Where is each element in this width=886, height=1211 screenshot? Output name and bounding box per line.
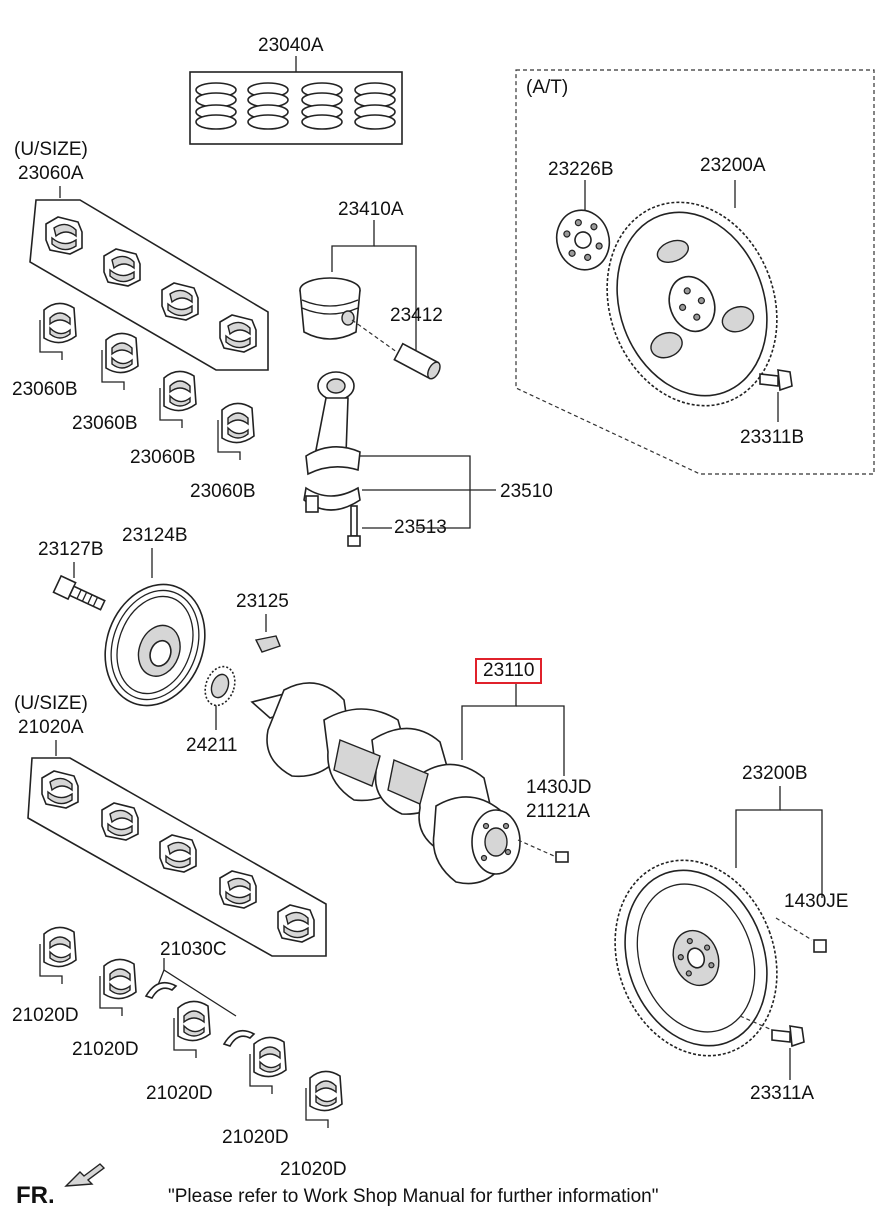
- label-usize-lower: (U/SIZE): [14, 693, 88, 714]
- label-21030C[interactable]: 21030C: [160, 939, 227, 960]
- label-23060B-3[interactable]: 23060B: [130, 447, 196, 468]
- label-23110[interactable]: 23110: [475, 658, 543, 684]
- label-23060B-2[interactable]: 23060B: [72, 413, 138, 434]
- label-21020D-2[interactable]: 21020D: [72, 1039, 139, 1060]
- footer-note: "Please refer to Work Shop Manual for fu…: [168, 1186, 659, 1207]
- label-21020D-5[interactable]: 21020D: [280, 1159, 347, 1180]
- label-23040A[interactable]: 23040A: [258, 35, 324, 56]
- label-23125[interactable]: 23125: [236, 591, 289, 612]
- label-1430JE[interactable]: 1430JE: [784, 891, 849, 912]
- label-23410A[interactable]: 23410A: [338, 199, 404, 220]
- label-21020D-1[interactable]: 21020D: [12, 1005, 79, 1026]
- label-23311A[interactable]: 23311A: [750, 1083, 815, 1104]
- label-24211[interactable]: 24211: [186, 735, 238, 756]
- label-23127B[interactable]: 23127B: [38, 539, 104, 560]
- front-direction-label: FR.: [16, 1182, 55, 1209]
- label-23060B-4[interactable]: 23060B: [190, 481, 256, 502]
- label-23060B-1[interactable]: 23060B: [12, 379, 78, 400]
- label-23510[interactable]: 23510: [500, 481, 553, 502]
- label-usize-upper: (U/SIZE): [14, 139, 88, 160]
- label-23226B[interactable]: 23226B: [548, 159, 614, 180]
- label-23124B[interactable]: 23124B: [122, 525, 188, 546]
- label-23412[interactable]: 23412: [390, 305, 443, 326]
- label-23311B[interactable]: 23311B: [740, 427, 805, 448]
- label-23200B[interactable]: 23200B: [742, 763, 808, 784]
- label-21020D-3[interactable]: 21020D: [146, 1083, 213, 1104]
- label-23060A[interactable]: 23060A: [18, 163, 84, 184]
- label-21020D-4[interactable]: 21020D: [222, 1127, 289, 1148]
- label-at: (A/T): [526, 77, 569, 98]
- label-23513[interactable]: 23513: [394, 517, 447, 538]
- label-21121A[interactable]: 21121A: [526, 801, 591, 822]
- label-23200A[interactable]: 23200A: [700, 155, 766, 176]
- label-1430JD[interactable]: 1430JD: [526, 777, 592, 798]
- label-21020A[interactable]: 21020A: [18, 717, 84, 738]
